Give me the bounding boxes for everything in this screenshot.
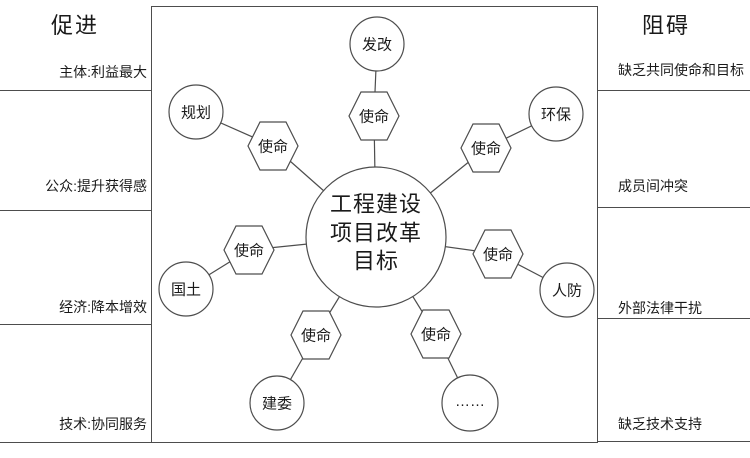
right-separator-2 (598, 207, 750, 208)
right-panel-item-3: 外部法律干扰 (618, 300, 702, 316)
left-separator-1 (0, 90, 151, 91)
center-goal-label-line1: 工程建设 (330, 192, 422, 217)
mission-label-topright: 使命 (471, 140, 501, 158)
left-panel-item-2: 公众:提升获得感 (45, 178, 147, 194)
center-goal-label-line2: 项目改革 (330, 221, 422, 246)
node-label-huanbao: 环保 (541, 107, 571, 124)
node-circle-guotu (158, 261, 214, 317)
left-separator-3 (0, 324, 151, 325)
left-separator-4 (0, 442, 151, 443)
right-panel-title: 阻碍 (641, 13, 690, 38)
mission-hexagon-topright (460, 123, 512, 173)
node-circle-guihua (168, 84, 224, 140)
node-circle-ellipsis (441, 374, 499, 432)
left-panel-title: 促进 (50, 13, 99, 38)
right-panel-item-1: 缺乏共同使命和目标 (618, 62, 744, 78)
mission-label-right: 使命 (483, 246, 513, 264)
mission-hexagon-left (223, 225, 275, 275)
right-separator-4 (598, 441, 750, 442)
mission-hexagon-top (348, 91, 400, 141)
node-label-guotu: 国土 (171, 282, 201, 299)
node-circle-renfang (539, 262, 595, 318)
hub-spoke-diagram: 工程建设 项目改革 目标 使命 使命 使命 使命 使命 使命 使命 发改 规划 (158, 16, 595, 432)
node-circle-fagai (349, 16, 405, 72)
diagram-frame: 工程建设 项目改革 目标 使命 使命 使命 使命 使命 使命 使命 发改 规划 (151, 6, 598, 443)
mission-label-left: 使命 (234, 242, 264, 260)
mission-label-topleft: 使命 (258, 138, 288, 156)
center-goal-label-line3: 目标 (353, 249, 399, 274)
node-label-renfang: 人防 (552, 283, 582, 300)
node-label-guihua: 规划 (181, 105, 211, 122)
right-panel-item-2: 成员间冲突 (618, 178, 688, 194)
left-panel-item-1: 主体:利益最大 (59, 64, 147, 80)
mission-hexagon-bottomleft (290, 310, 342, 360)
node-circle-jianwei (249, 375, 305, 431)
right-separator-3 (598, 318, 750, 319)
node-circle-huanbao (528, 86, 584, 142)
node-label-fagai: 发改 (362, 37, 392, 54)
left-panel-item-4: 技术:协同服务 (59, 416, 147, 432)
center-goal-circle (305, 166, 447, 308)
mission-label-bottomleft: 使命 (301, 327, 331, 345)
left-separator-2 (0, 210, 151, 211)
mission-hexagon-topleft (247, 121, 299, 171)
mission-hexagon-bottomright (410, 309, 462, 359)
mission-label-bottomright: 使命 (421, 326, 451, 344)
left-panel-item-3: 经济:降本增效 (59, 299, 147, 315)
right-separator-1 (598, 90, 750, 91)
mission-label-top: 使命 (359, 108, 389, 126)
node-label-jianwei: 建委 (262, 396, 292, 413)
right-panel-item-4: 缺乏技术支持 (618, 416, 702, 432)
mission-hexagon-right (472, 229, 524, 279)
node-label-ellipsis: …… (455, 393, 485, 410)
